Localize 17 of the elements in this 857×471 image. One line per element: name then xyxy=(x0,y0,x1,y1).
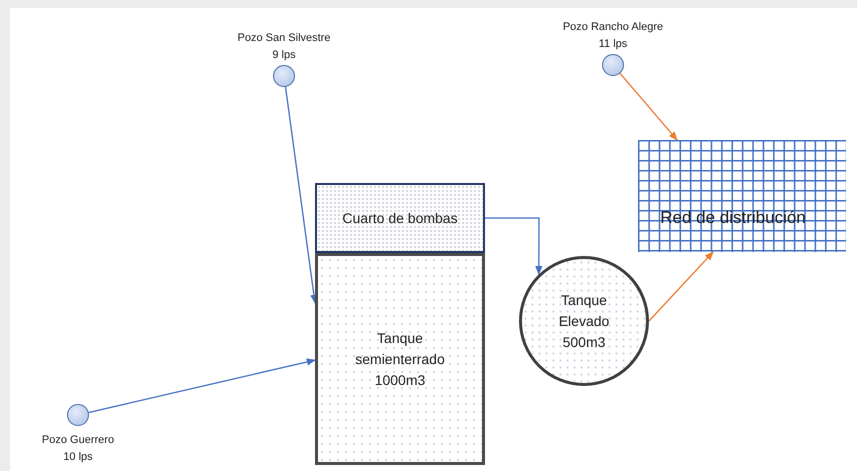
well-label: Pozo Rancho Alegre xyxy=(562,20,664,35)
arrow xyxy=(485,217,542,276)
well-label: Pozo Guerrero xyxy=(42,433,114,448)
arrow xyxy=(284,86,318,304)
node-label: Cuarto de bombas xyxy=(341,208,459,228)
node-label: Tanque semienterrado 1000m3 xyxy=(354,328,446,390)
arrow xyxy=(648,251,714,322)
node-label: Tanque Elevado 500m3 xyxy=(558,290,610,352)
distribution-grid xyxy=(638,140,846,252)
well-label: 9 lps xyxy=(272,48,296,63)
arrow xyxy=(620,72,678,141)
tank-box xyxy=(315,253,485,465)
arrow xyxy=(88,358,316,414)
well-label: Pozo San Silvestre xyxy=(238,31,330,46)
well-label: 10 lps xyxy=(63,450,93,465)
well-label: 11 lps xyxy=(598,37,628,52)
pump-room-box xyxy=(315,183,485,253)
